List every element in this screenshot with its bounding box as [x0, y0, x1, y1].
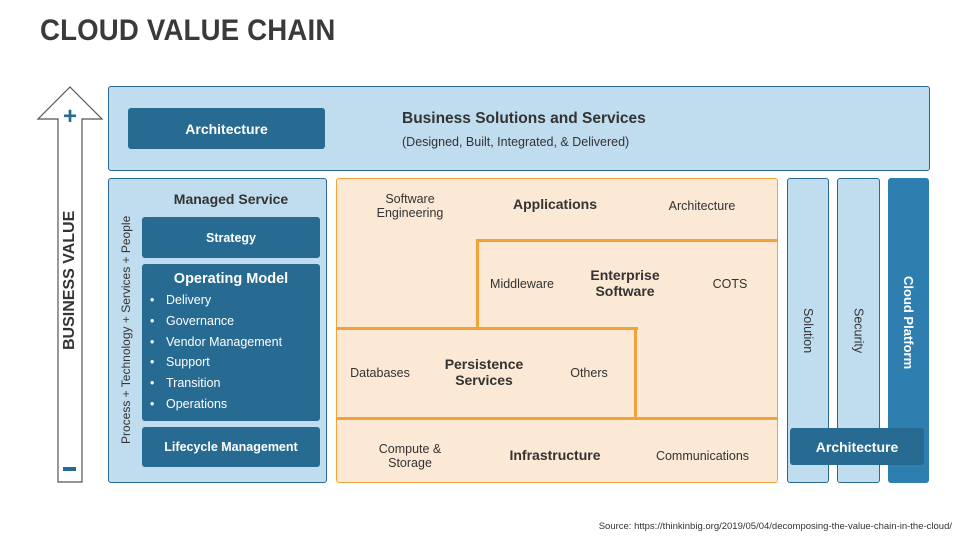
cloud-platform-label: Cloud Platform — [901, 276, 916, 370]
list-item: Transition — [142, 373, 320, 394]
list-item: Delivery — [142, 290, 320, 311]
list-item: Vendor Management — [142, 332, 320, 353]
solution-label: Solution — [801, 307, 815, 354]
business-solutions-heading: Business Solutions and Services — [402, 110, 646, 127]
persistence-top-border — [336, 327, 638, 330]
lifecycle-management-box: Lifecycle Management — [142, 427, 320, 467]
operating-model-heading: Operating Model — [173, 271, 289, 287]
infrastructure-top-border — [336, 417, 778, 420]
strategy-box: Strategy — [142, 217, 320, 258]
managed-service-side-label: Process + Technology + Services + People — [119, 215, 133, 445]
enterprise-left-border — [476, 239, 479, 329]
page-title: CLOUD VALUE CHAIN — [40, 14, 336, 47]
software-engineering-label: Software Engineering — [376, 192, 444, 220]
up-arrow-icon — [36, 86, 104, 483]
applications-heading: Applications — [512, 196, 597, 212]
source-citation: Source: https://thinkinbig.org/2019/05/0… — [598, 521, 952, 532]
enterprise-top-border — [476, 239, 778, 242]
middleware-label: Middleware — [490, 277, 554, 291]
databases-label: Databases — [350, 366, 410, 380]
technology-stack-panel — [336, 178, 778, 483]
compute-storage-label: Compute & Storage — [378, 442, 442, 470]
business-solutions-subheading: (Designed, Built, Integrated, & Delivere… — [402, 135, 630, 149]
enterprise-software-heading: Enterprise Software — [590, 267, 660, 299]
security-label: Security — [851, 307, 866, 354]
list-item: Support — [142, 352, 320, 373]
business-value-label: BUSINESS VALUE — [61, 210, 78, 350]
minus-icon — [63, 467, 76, 471]
persistence-services-heading: Persistence Services — [444, 356, 524, 388]
infrastructure-heading: Infrastructure — [509, 447, 601, 463]
persistence-right-border — [634, 327, 637, 417]
top-architecture-box: Architecture — [128, 108, 325, 149]
communications-label: Communications — [655, 449, 750, 463]
applications-architecture-label: Architecture — [668, 199, 736, 213]
list-item: Operations — [142, 394, 320, 415]
bottom-architecture-box: Architecture — [790, 428, 924, 465]
cots-label: COTS — [712, 277, 748, 291]
managed-service-heading: Managed Service — [173, 191, 289, 207]
operating-model-list: Delivery Governance Vendor Management Su… — [142, 290, 320, 415]
others-label: Others — [570, 366, 608, 380]
operating-model-box: Operating Model Delivery Governance Vend… — [142, 264, 320, 421]
list-item: Governance — [142, 311, 320, 332]
plus-icon: + — [62, 103, 77, 130]
